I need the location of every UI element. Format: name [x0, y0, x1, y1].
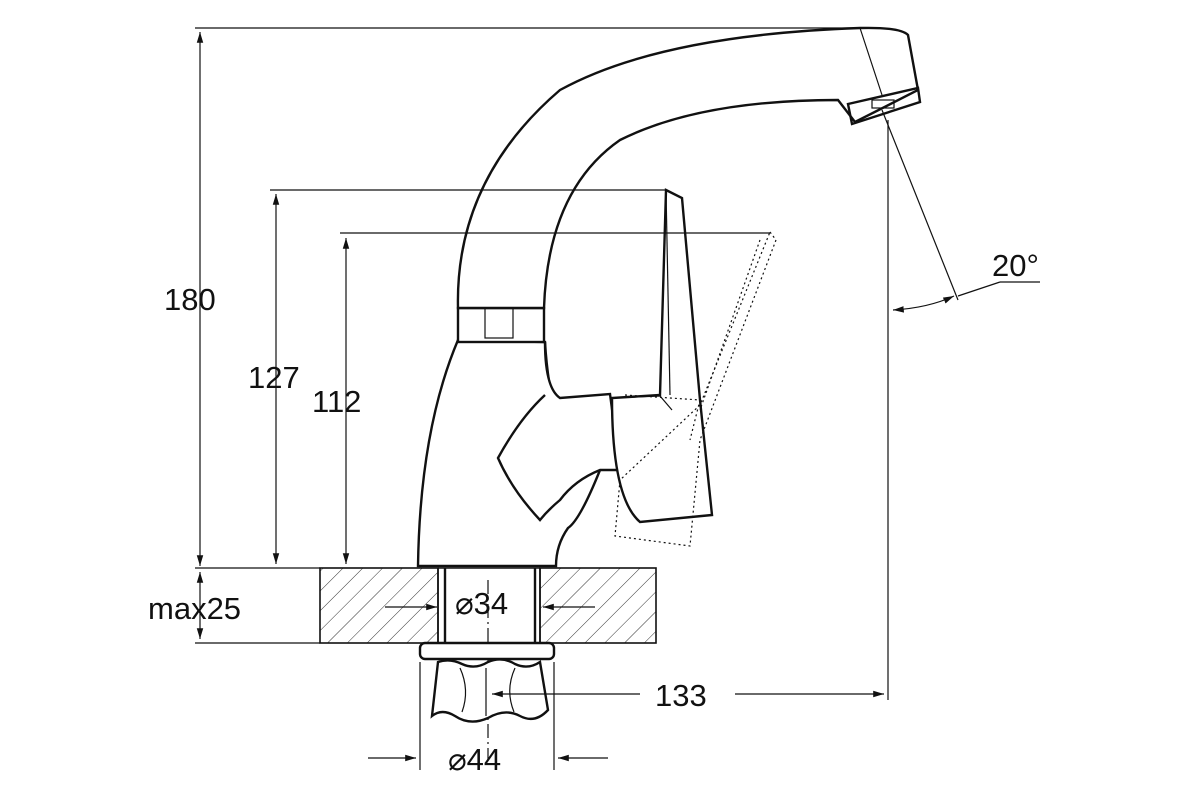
spout: [456, 26, 920, 310]
mounting-nut: [418, 641, 556, 723]
label-swivel-angle: 20°: [992, 248, 1039, 283]
label-hole-diameter: ⌀34: [455, 586, 508, 621]
dim-lever-height: [270, 189, 666, 564]
lever-housing: [496, 341, 622, 522]
label-nut-diameter: ⌀44: [448, 742, 501, 777]
lever-alternate-position: [614, 230, 777, 547]
dim-overall-height: [195, 27, 860, 569]
dim-deck-thickness: [195, 572, 320, 644]
label-body-height: 112: [312, 384, 361, 419]
label-deck-thickness: max25: [148, 591, 241, 626]
label-spout-reach: 133: [655, 678, 707, 713]
dim-swivel-angle: [881, 109, 1040, 313]
label-lever-height: 127: [248, 360, 300, 395]
countertop-section: [319, 567, 657, 644]
dim-body-height: [340, 232, 770, 564]
swivel-ring: [456, 306, 546, 344]
dim-nut-diameter: [368, 662, 608, 770]
dim-spout-reach: [492, 120, 889, 700]
label-overall-height: 180: [164, 282, 216, 317]
